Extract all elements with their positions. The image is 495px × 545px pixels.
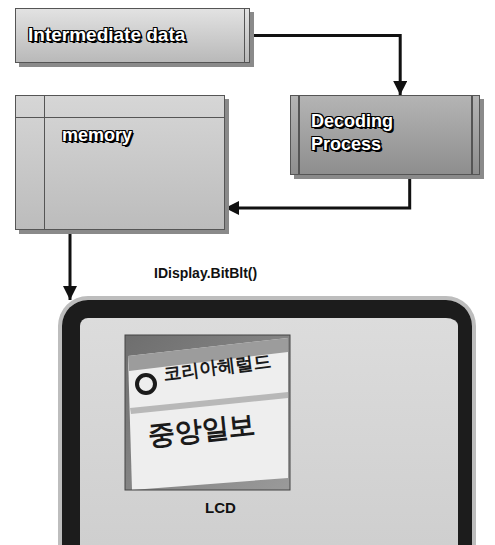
device-label: LCD: [205, 499, 236, 518]
process-box: Decoding Process: [290, 95, 480, 175]
memory-box: memory: [15, 95, 225, 230]
flow-arrow: [250, 36, 400, 96]
flow-arrow: [225, 179, 410, 208]
lcd-device: LCD: [62, 300, 472, 545]
screen-ground: [80, 318, 460, 545]
data-box: Intermediate data: [15, 8, 250, 63]
edge-bar: [244, 9, 245, 62]
photo-frame: [125, 335, 290, 490]
process-bar: [471, 96, 473, 174]
logo-ring: [137, 375, 155, 393]
box-label: memory: [62, 124, 132, 147]
photo-ground: [125, 335, 290, 490]
box-label: Intermediate data: [28, 23, 185, 47]
process-bar: [298, 96, 300, 174]
storage-line: [44, 96, 45, 229]
flow-arrow: [69, 234, 72, 300]
sign-board: [128, 338, 288, 490]
box-label: Decoding Process: [311, 110, 451, 155]
call-label: IDisplay.BitBlt(): [152, 265, 259, 281]
storage-line: [16, 117, 224, 118]
